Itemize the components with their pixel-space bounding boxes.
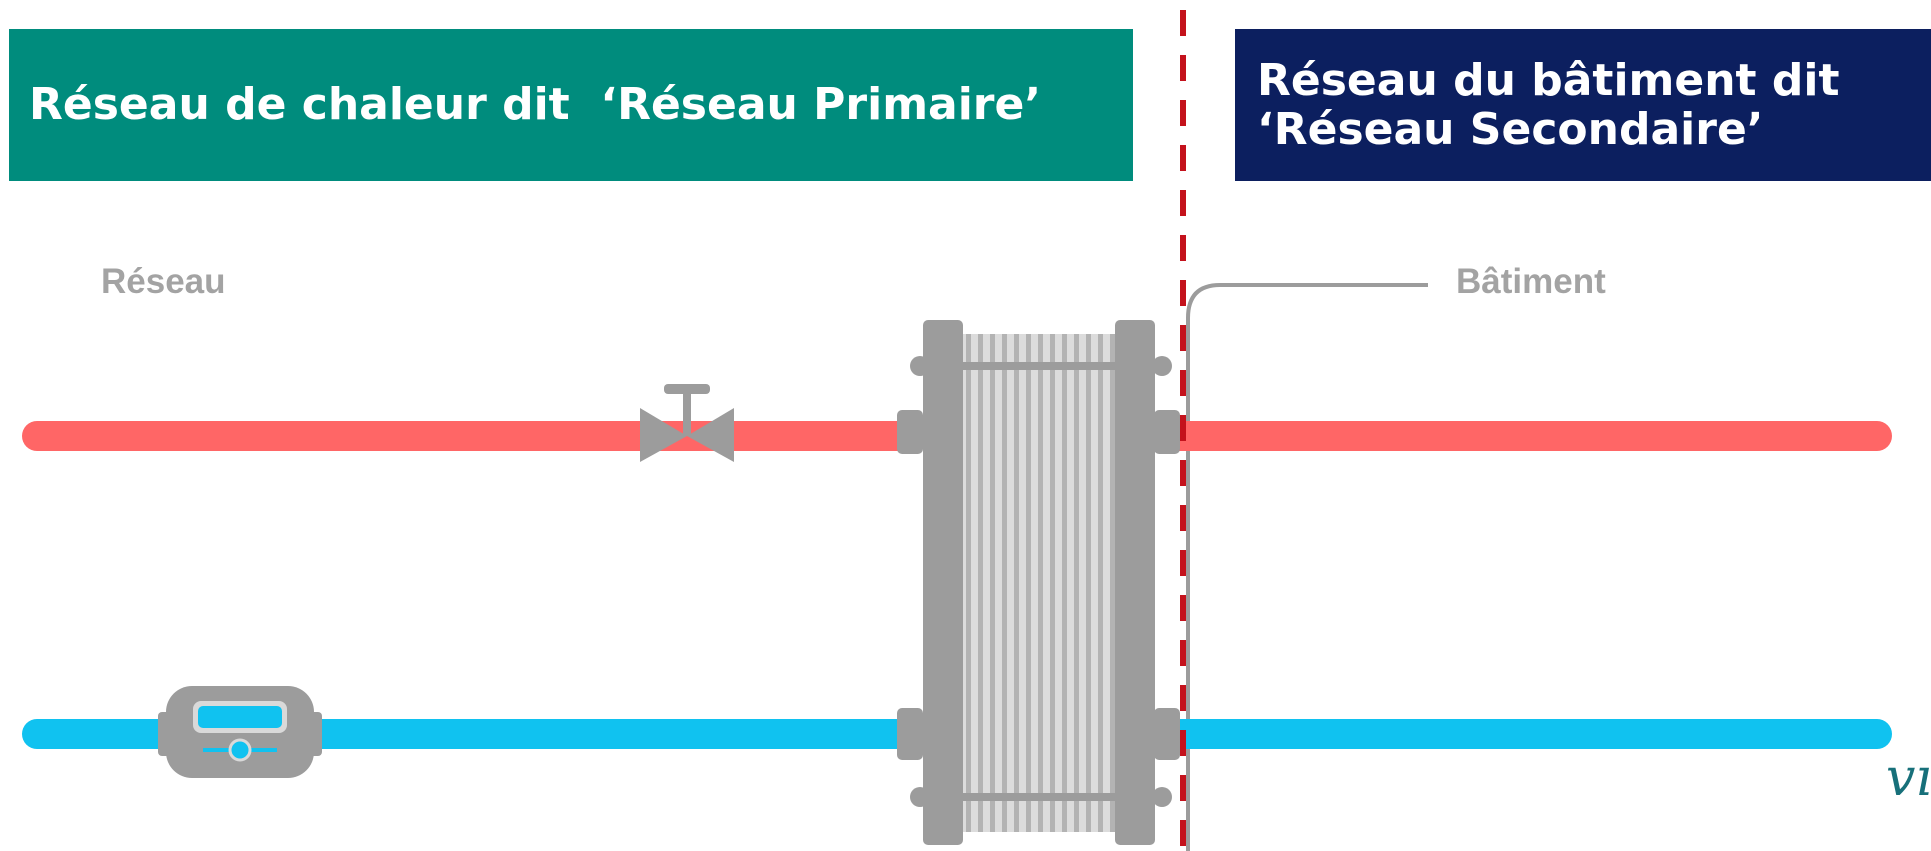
exchanger-plate bbox=[1026, 334, 1031, 832]
exchanger-plate bbox=[1098, 334, 1103, 832]
primary-network-title: Réseau de chaleur dit ‘Réseau Primaire’ bbox=[29, 79, 1042, 131]
secondary-network-title-line2: ‘Réseau Secondaire’ bbox=[1257, 104, 1764, 155]
building-label: Bâtiment bbox=[1456, 262, 1606, 301]
exchanger-plate bbox=[1002, 334, 1007, 832]
building-bracket-line bbox=[1186, 283, 1428, 851]
exchanger-plate bbox=[1074, 334, 1079, 832]
signature-mark: vı bbox=[1886, 748, 1931, 808]
secondary-network-banner: Réseau du bâtiment dit ‘Réseau Secondair… bbox=[1235, 29, 1931, 181]
plate-heat-exchanger-icon bbox=[897, 320, 1180, 845]
exchanger-plate bbox=[1110, 334, 1115, 832]
valve-icon bbox=[640, 384, 734, 462]
heat-meter-icon bbox=[158, 686, 322, 778]
exchanger-plate bbox=[978, 334, 983, 832]
primary-network-banner: Réseau de chaleur dit ‘Réseau Primaire’ bbox=[9, 29, 1133, 181]
exchanger-plate bbox=[1062, 334, 1067, 832]
exchanger-plate bbox=[1086, 334, 1091, 832]
secondary-network-title-line1: Réseau du bâtiment dit bbox=[1257, 54, 1840, 106]
exchanger-plate bbox=[1014, 334, 1019, 832]
exchanger-plate bbox=[1038, 334, 1043, 832]
exchanger-plate bbox=[1050, 334, 1055, 832]
exchanger-plate bbox=[966, 334, 971, 832]
network-label: Réseau bbox=[101, 262, 226, 301]
exchanger-plate bbox=[990, 334, 995, 832]
